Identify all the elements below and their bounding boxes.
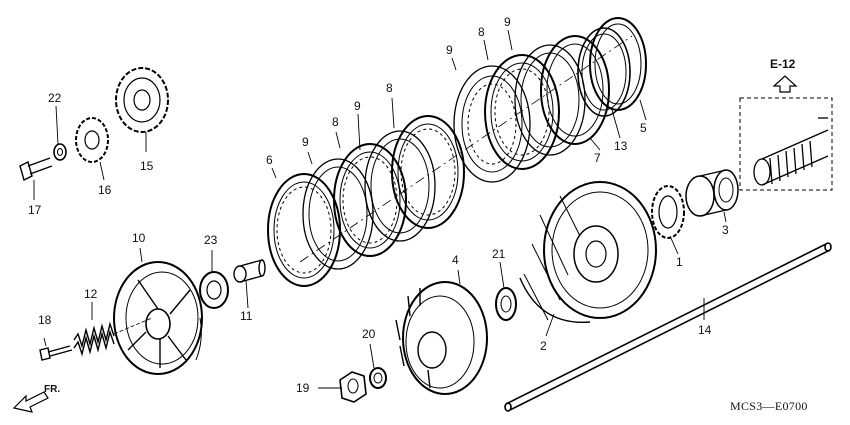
leader-lines — [33, 29, 727, 389]
part-number-22: 22 — [48, 91, 62, 105]
mainshaft — [753, 117, 829, 186]
part-number-4: 4 — [452, 253, 459, 267]
washer-22 — [53, 143, 67, 161]
part-number-8c: 8 — [478, 25, 485, 39]
part-number-9c: 9 — [446, 43, 453, 57]
part-number-14: 14 — [698, 323, 712, 337]
part-number-labels: 1 2 3 4 5 6 7 8 8 8 9 9 9 9 10 11 12 13 … — [28, 15, 729, 395]
friction-disc-8c — [484, 54, 560, 170]
part-number-6: 6 — [266, 153, 273, 167]
part-number-9a: 9 — [302, 135, 309, 149]
friction-disc-8b — [391, 115, 465, 229]
bearing-23 — [199, 271, 229, 309]
part-number-17: 17 — [28, 203, 42, 217]
oil-pump-drive-sprocket-1 — [651, 185, 685, 239]
judder-spring-13 — [577, 27, 631, 117]
friction-disc-8a — [333, 143, 407, 257]
part-number-19: 19 — [296, 381, 310, 395]
thrust-washer-21 — [495, 287, 517, 321]
sprocket-16 — [75, 117, 109, 163]
ref-label: E-12 — [770, 57, 796, 71]
bolt-18 — [39, 345, 73, 361]
part-number-9d: 9 — [504, 15, 511, 29]
clutch-plate-9b — [364, 130, 436, 242]
seat-ring-5 — [589, 17, 647, 111]
part-number-7: 7 — [594, 151, 601, 165]
diagram-code: MCS3—E0700 — [730, 399, 808, 413]
lifter-piece-11 — [233, 259, 266, 283]
clutch-outer-guide-3 — [685, 169, 739, 217]
part-number-1: 1 — [676, 255, 683, 269]
ref-box — [739, 97, 833, 191]
part-number-16: 16 — [98, 183, 112, 197]
part-number-15: 15 — [140, 159, 154, 173]
friction-disc-7 — [540, 35, 610, 145]
plate-stack-axis — [299, 35, 633, 263]
bolt-17 — [19, 157, 53, 182]
part-number-5: 5 — [640, 121, 647, 135]
part-number-2: 2 — [540, 339, 547, 353]
part-number-10: 10 — [132, 231, 146, 245]
front-label: FR. — [44, 384, 60, 395]
clutch-plate-stack — [267, 17, 647, 287]
pressure-plate-10 — [113, 261, 203, 375]
lifter-rod-14 — [504, 242, 832, 412]
clutch-plate-9d — [514, 44, 586, 156]
part-number-21: 21 — [492, 247, 506, 261]
ref-up-arrow — [772, 75, 798, 93]
part-number-23: 23 — [204, 233, 218, 247]
clutch-plate-9c — [453, 65, 531, 183]
clutch-center-4 — [395, 281, 488, 395]
lock-nut-19 — [339, 371, 367, 403]
part-number-11: 11 — [240, 309, 253, 323]
part-number-20: 20 — [362, 327, 376, 341]
part-number-3: 3 — [722, 223, 729, 237]
lock-washer-20 — [369, 367, 387, 389]
gear-15 — [115, 67, 169, 133]
part-number-8a: 8 — [332, 115, 339, 129]
part-number-8b: 8 — [386, 81, 393, 95]
clutch-plate-9a — [302, 158, 374, 270]
e12-reference: E-12 — [739, 57, 833, 191]
front-direction-indicator: FR. — [12, 384, 60, 413]
part-number-13: 13 — [614, 139, 628, 153]
front-arrow-icon — [12, 391, 49, 413]
clutch-outer-2 — [519, 181, 657, 323]
part-number-12: 12 — [84, 287, 98, 301]
clutch-springs-12 — [73, 317, 153, 357]
part-number-18: 18 — [38, 313, 52, 327]
part-number-9b: 9 — [354, 99, 361, 113]
